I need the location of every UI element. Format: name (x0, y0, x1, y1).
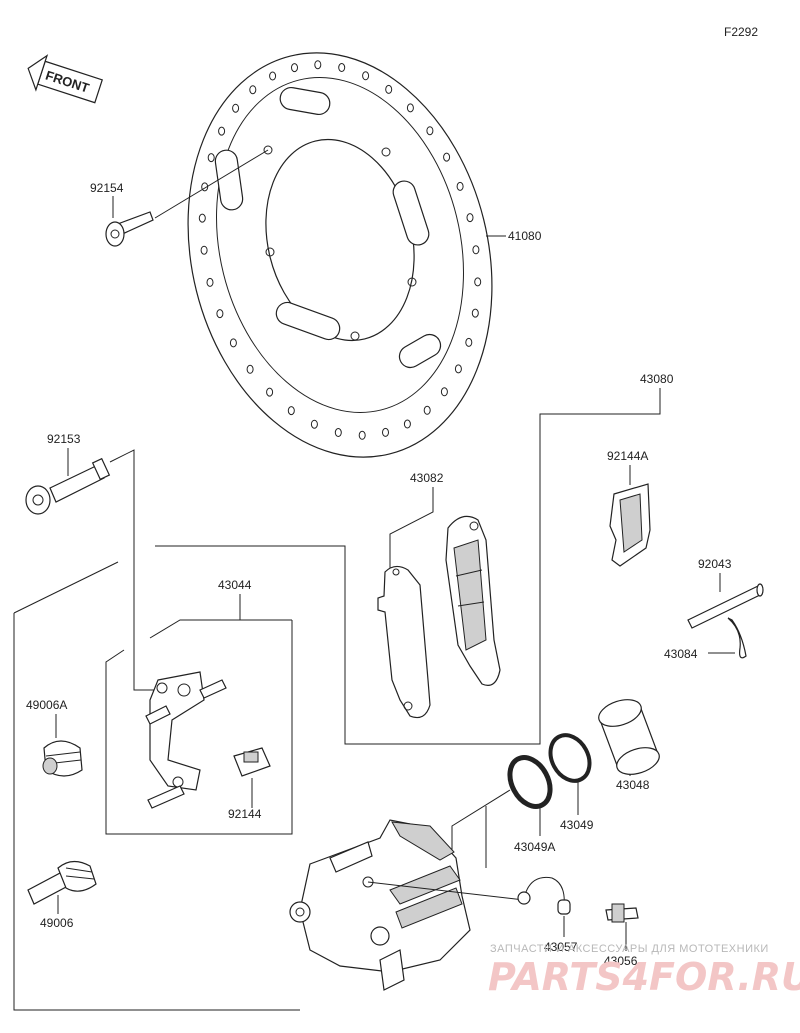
label-92154: 92154 (90, 181, 124, 195)
label-43084: 43084 (664, 647, 698, 661)
bracket-spring (233, 747, 271, 777)
disc-hole (291, 63, 298, 73)
caliper-bracket (145, 671, 227, 809)
label-49006: 49006 (40, 916, 74, 930)
disc-hole (314, 60, 322, 70)
disc-hole (454, 364, 462, 374)
disc-hole (456, 181, 464, 191)
label-43082: 43082 (410, 471, 444, 485)
label-43057: 43057 (544, 940, 578, 954)
brake-disc (187, 52, 493, 458)
disc-hole (198, 213, 206, 223)
disc-hole (232, 103, 240, 113)
disc-hole (338, 63, 346, 72)
disc-hole (249, 85, 257, 95)
disc-hole (266, 387, 274, 397)
label-43080: 43080 (640, 372, 674, 386)
label-92043: 92043 (698, 557, 732, 571)
disc-hole (362, 71, 370, 81)
dust-boot-lower (27, 860, 97, 905)
caliper-piston (598, 699, 660, 775)
piston-seal (548, 733, 592, 783)
disc-hole (206, 277, 214, 287)
caliper-bolt (25, 457, 111, 515)
label-92144A: 92144A (607, 449, 648, 463)
disc-hole (358, 430, 366, 440)
disc-hole (216, 309, 224, 319)
watermark-subtitle: ЗАПЧАСТИ И АКСЕССУАРЫ ДЛЯ МОТОТЕХНИКИ (490, 943, 769, 955)
disc-hole (443, 152, 451, 162)
disc-hole (472, 245, 480, 255)
disc-hole (246, 364, 254, 374)
disc-hole (465, 337, 473, 347)
disc-hole (382, 427, 389, 437)
bleeder-cap (517, 876, 571, 915)
disc-hole (310, 419, 318, 429)
dust-seal (507, 755, 553, 809)
disc-hole (423, 405, 431, 415)
brake-pad-left (377, 565, 431, 719)
disc-hole (207, 153, 215, 163)
pad-pin (687, 583, 764, 629)
disc-hole (269, 71, 277, 81)
watermark-logo: PARTS4FOR.RU (488, 955, 800, 999)
disc-hole (440, 387, 448, 397)
label-49006A: 49006A (26, 698, 67, 712)
label-43049: 43049 (560, 818, 594, 832)
disc-hole (471, 308, 479, 318)
disc-hole (218, 126, 226, 136)
bleeder-valve (605, 903, 639, 923)
disc-hole (385, 84, 393, 94)
pad-spring (609, 483, 651, 567)
disc-hole (466, 213, 474, 223)
label-43056: 43056 (604, 954, 638, 968)
disc-hole (229, 338, 237, 348)
disc-hole (200, 245, 208, 255)
dust-boot-upper (42, 740, 83, 777)
label-92153: 92153 (47, 432, 81, 446)
label-41080: 41080 (508, 229, 542, 243)
label-43044: 43044 (218, 578, 252, 592)
label-43048: 43048 (616, 778, 650, 792)
figure-id: F2292 (724, 25, 758, 39)
disc-hole (426, 126, 434, 136)
disc-hole (334, 428, 342, 437)
disc-hole (474, 277, 482, 287)
caliper-body (289, 819, 525, 991)
disc-hole (403, 419, 411, 429)
disc-hole (406, 103, 414, 113)
front-arrow-icon: FRONT (27, 54, 103, 104)
label-92144: 92144 (228, 807, 262, 821)
label-43049A: 43049A (514, 840, 555, 854)
pin-clip (727, 617, 747, 659)
disc-hole (287, 406, 295, 416)
brake-pad-right (445, 515, 501, 686)
disc-bolt (105, 149, 269, 247)
